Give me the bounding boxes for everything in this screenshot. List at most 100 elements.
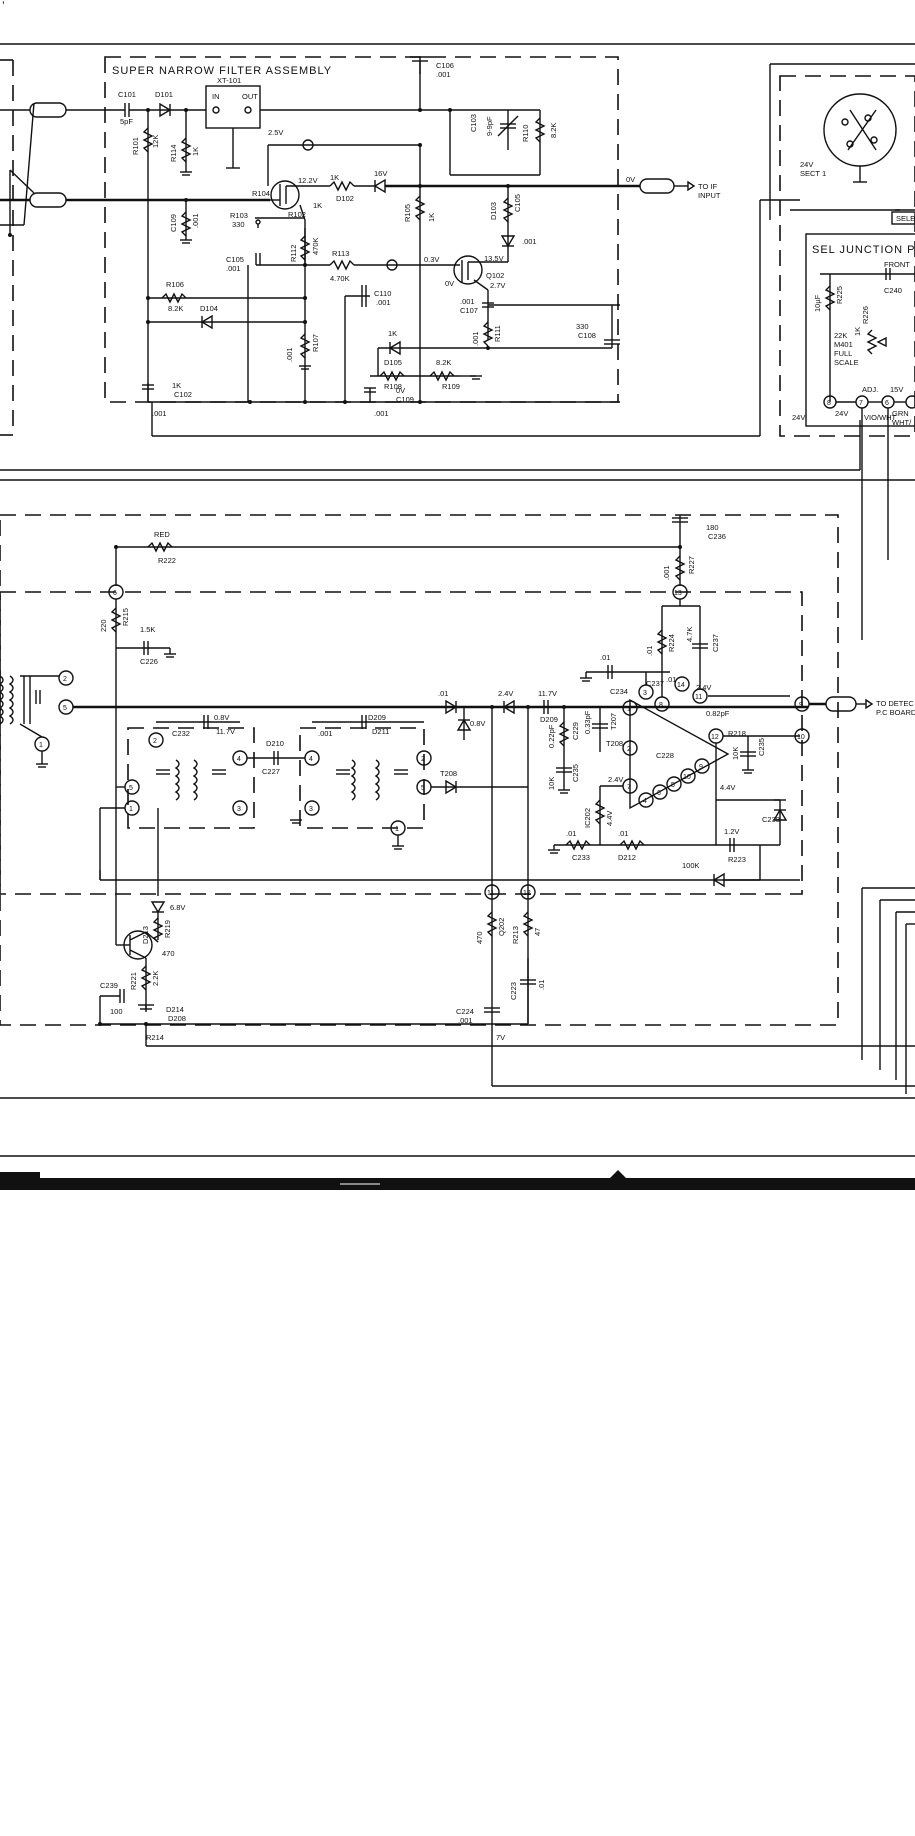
c231-value: .01 [537,980,546,990]
r215-label: 220 [99,619,108,632]
c231-label: C223 [509,982,518,1000]
r106-value: 8.2K [168,304,183,313]
super-narrow-filter-border [104,56,619,403]
c226-value: C226 [140,657,158,666]
v24-c109-label: .001 [374,409,389,418]
sect1-label: 24V [800,160,813,169]
r111-resistor [482,321,494,347]
r223-value: 4.4V [605,811,614,826]
r224-label: .01 [645,646,654,656]
grn-label: VIO/WHT [864,413,896,422]
r213-label: R221 [129,972,138,990]
d210-diode [456,718,472,731]
coax-input-upper [0,102,125,226]
c237-label: 4.7K [685,627,694,642]
svg-text:2: 2 [421,756,425,763]
d210-label: 0.8V [470,719,485,728]
svg-text:12: 12 [711,734,719,741]
v0-c102-label: .001 [152,409,167,418]
r214-label: D213 [141,926,150,944]
r221-resistor [619,839,645,851]
v0-q102-label: 0V [445,279,454,288]
filter-assembly-title: SUPER NARROW FILTER ASSEMBLY [112,65,332,77]
r101-value: 12K [151,135,160,148]
q101-fet [270,180,300,210]
v2-4-label: C237 [646,679,664,688]
c108-value: C108 [578,331,596,340]
r110-resistor [534,117,546,143]
r227-resistor [674,555,686,581]
red-label: WHT/ [892,418,912,427]
d209-diode [445,699,458,715]
t207-windings [156,759,226,801]
c236-label: 180 [706,523,719,532]
svg-text:9: 9 [699,764,703,771]
svg-text:14: 14 [677,682,685,689]
d101-label: D101 [155,90,173,99]
r218-resistor [558,721,570,747]
r106-label: R106 [166,280,184,289]
r113-value: 4.70K [330,274,350,283]
r223-resistor [594,799,606,825]
svg-text:3: 3 [309,806,313,813]
xt101-label: XT-101 [217,76,241,85]
svg-text:3: 3 [643,690,647,697]
r112-value: 1K [427,213,436,222]
v2-7-label: 2.7V [490,281,505,290]
r114-label: R114 [169,145,178,162]
c238-label: 10K [731,747,740,760]
r113-label: R113 [332,249,349,258]
c106-label: C106 [436,61,454,70]
xt101-in-pin: IN [212,92,220,101]
c228-value: C227 [262,767,280,776]
r216-label: 470 [475,931,484,944]
r108-resistor [379,370,405,382]
c109b-label: 0V [396,386,405,395]
coax-output-to-detector [825,696,857,712]
d101-diode [159,102,172,118]
c227-value: 11.7V [216,727,235,736]
svg-text:2: 2 [63,676,67,683]
r213-resistor [140,965,152,991]
d208-label: 6.8V [170,903,185,912]
svg-text:2: 2 [153,738,157,745]
v2-5-label: 2.5V [268,128,283,137]
r105-value: C105 [513,194,522,212]
r104-label: 1K [330,173,339,182]
v1-2-label: 2.4V [608,775,623,784]
c101-label: C101 [118,90,136,99]
coax-output-to-if [639,178,696,194]
r108-label: D105 [384,358,402,367]
d213-label: C238 [762,815,780,824]
d104-label: D104 [200,304,218,313]
c105-label: C105 [226,255,244,264]
r114-resistor [180,137,192,163]
c101-value: 5pF [120,117,133,126]
r103-value: 470K [311,237,320,255]
v4-4b-label: R218 [728,729,746,738]
c107-value: C107 [460,306,478,315]
svg-text:10: 10 [683,774,691,781]
svg-text:8: 8 [659,702,663,709]
c109b-value: C109 [396,395,414,404]
r107-value: R107 [311,334,320,352]
r218-label: 0.22pF [547,724,556,748]
r111-value: R111 [493,325,502,342]
r221-value: D212 [618,853,636,862]
r103-label: R112 [289,245,298,262]
c230-label: C224 [456,1007,474,1016]
r101-resistor [142,127,154,153]
r213-value: 2.2K [151,971,160,986]
rotary-switch [823,93,897,167]
r108-value: R108 [384,382,402,391]
d212-label: T208 [440,769,457,778]
c232-label: 11.7V [538,689,557,698]
r221-label: .01 [618,829,628,838]
c103-label: C103 [469,114,478,132]
c233-value: C235 [571,764,580,782]
r110-label: R110 [521,125,530,142]
r110-value: 8.2K [549,123,558,138]
r222-value: R222 [158,556,176,565]
svg-text:13: 13 [674,590,682,597]
r103-resistor [299,235,311,261]
